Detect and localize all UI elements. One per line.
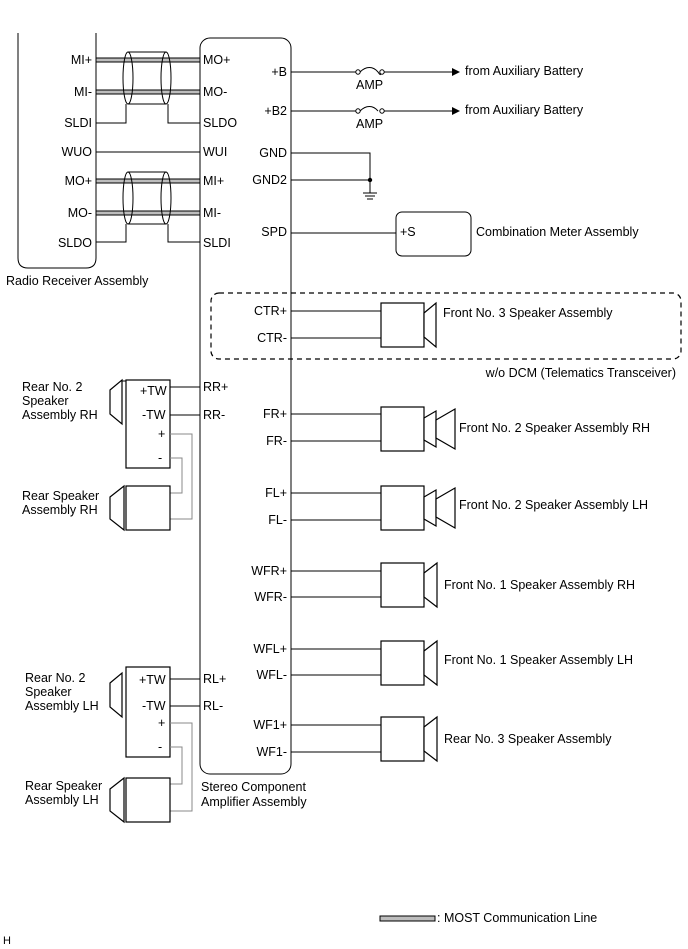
speaker-icon <box>109 484 125 532</box>
power-source-2: from Auxiliary Battery <box>465 103 584 117</box>
rear-lh-spk-label-2: Assembly LH <box>25 793 99 807</box>
speaker-icon <box>109 671 123 719</box>
amp-pin-mo-plus: MO+ <box>203 53 230 67</box>
rear-lh-pin-plus: + <box>158 716 165 730</box>
fuse-label-1: AMP <box>356 78 383 92</box>
most-line-mo-minus <box>95 210 201 216</box>
speaker-label-rear-no3: Rear No. 3 Speaker Assembly <box>444 732 612 746</box>
most-legend-label: : MOST Communication Line <box>437 911 597 925</box>
radio-pin-mo-minus: MO- <box>68 206 92 220</box>
amp-pin-wfl-plus: WFL+ <box>253 642 287 656</box>
amp-pin-fl-plus: FL+ <box>265 486 287 500</box>
most-line-mi-plus <box>95 57 201 63</box>
amp-pin-wfr-minus: WFR- <box>254 590 287 604</box>
power-source-1: from Auxiliary Battery <box>465 64 584 78</box>
amp-pin-b2: +B2 <box>264 104 287 118</box>
amp-pin-fr-minus: FR- <box>266 434 287 448</box>
amp-pin-mi-plus: MI+ <box>203 174 224 188</box>
amp-pin-spd: SPD <box>261 225 287 239</box>
radio-pin-sldo: SLDO <box>58 236 92 250</box>
amp-pin-gnd: GND <box>259 146 287 160</box>
rear-lh-pin-minus: - <box>158 740 162 754</box>
rear-rh-pin-tw-plus: +TW <box>140 384 167 398</box>
amp-pin-rl-minus: RL- <box>203 699 223 713</box>
rear-no2-rh-tw-box <box>125 379 171 469</box>
radio-pin-mi-minus: MI- <box>74 85 92 99</box>
speaker-label-front-no2-lh: Front No. 2 Speaker Assembly LH <box>459 498 648 512</box>
speaker-icon <box>380 485 425 531</box>
amp-pin-rl-plus: RL+ <box>203 672 226 686</box>
amp-pin-b: +B <box>271 65 287 79</box>
fuse-label-2: AMP <box>356 117 383 131</box>
rear-rh-pin-tw-minus: -TW <box>142 408 166 422</box>
speaker-icon <box>380 562 425 608</box>
speaker-label-front-no3: Front No. 3 Speaker Assembly <box>443 306 613 320</box>
corner-mark: H <box>3 935 11 947</box>
speaker-icon <box>380 640 425 686</box>
rear-rh-pin-minus: - <box>158 451 162 465</box>
amplifier-box <box>199 37 292 775</box>
rear-lh-tw-label-3: Assembly LH <box>25 699 99 713</box>
rear-lh-tw-label-1: Rear No. 2 <box>25 671 85 685</box>
speaker-label-front-no1-lh: Front No. 1 Speaker Assembly LH <box>444 653 633 667</box>
radio-pin-sldi: SLDI <box>64 116 92 130</box>
amp-pin-gnd2: GND2 <box>252 173 287 187</box>
speaker-icon <box>380 716 425 762</box>
amp-pin-rr-plus: RR+ <box>203 380 228 394</box>
amp-pin-fl-minus: FL- <box>268 513 287 527</box>
rear-rh-tw-label-1: Rear No. 2 <box>22 380 82 394</box>
rear-speaker-rh-box <box>125 485 171 531</box>
amp-pin-wfl-minus: WFL- <box>256 668 287 682</box>
most-line-mi-minus <box>95 89 201 95</box>
amplifier-label-1: Stereo Component <box>201 780 306 794</box>
speaker-icon <box>109 378 123 426</box>
rear-lh-spk-label-1: Rear Speaker <box>25 779 102 793</box>
rear-no2-lh-tw-box <box>125 666 171 758</box>
amp-pin-sldi: SLDI <box>203 236 231 250</box>
speaker-label-front-no2-rh: Front No. 2 Speaker Assembly RH <box>459 421 650 435</box>
rear-rh-tw-label-2: Speaker <box>22 394 69 408</box>
dcm-note: w/o DCM (Telematics Transceiver) <box>485 366 676 380</box>
rear-rh-spk-label-2: Assembly RH <box>22 503 98 517</box>
amp-pin-fr-plus: FR+ <box>263 407 287 421</box>
ground-junction <box>367 177 373 183</box>
amp-pin-sldo: SLDO <box>203 116 237 130</box>
amp-pin-mi-minus: MI- <box>203 206 221 220</box>
amp-pin-wui: WUI <box>203 145 227 159</box>
amp-pin-wf1-minus: WF1- <box>256 745 287 759</box>
amplifier-label-2: Amplifier Assembly <box>201 795 307 809</box>
most-line-mo-plus <box>95 178 201 184</box>
rear-lh-tw-label-2: Speaker <box>25 685 72 699</box>
dcm-optional-region <box>210 292 682 360</box>
speaker-icon <box>109 776 125 824</box>
radio-pin-wuo: WUO <box>61 145 92 159</box>
amp-pin-wfr-plus: WFR+ <box>251 564 287 578</box>
radio-pin-mo-plus: MO+ <box>65 174 92 188</box>
rear-lh-pin-tw-plus: +TW <box>139 673 166 687</box>
rear-rh-tw-label-3: Assembly RH <box>22 408 98 422</box>
rear-speaker-lh-box <box>125 777 171 823</box>
most-legend-swatch <box>379 915 436 922</box>
amp-pin-ctr-plus: CTR+ <box>254 304 287 318</box>
rear-rh-spk-label-1: Rear Speaker <box>22 489 99 503</box>
amp-pin-wf1-plus: WF1+ <box>253 718 287 732</box>
speaker-label-front-no1-rh: Front No. 1 Speaker Assembly RH <box>444 578 635 592</box>
combination-meter-label: Combination Meter Assembly <box>476 225 639 239</box>
speaker-icon <box>380 406 425 452</box>
rear-lh-pin-tw-minus: -TW <box>142 699 166 713</box>
amp-pin-ctr-minus: CTR- <box>257 331 287 345</box>
meter-pin-s: +S <box>400 225 416 239</box>
rear-rh-pin-plus: + <box>158 427 165 441</box>
amp-pin-mo-minus: MO- <box>203 85 227 99</box>
speaker-icon <box>380 302 425 348</box>
radio-receiver-box <box>17 33 97 269</box>
combination-meter-box <box>395 211 472 257</box>
radio-pin-mi-plus: MI+ <box>71 53 92 67</box>
amp-pin-rr-minus: RR- <box>203 408 225 422</box>
radio-receiver-label: Radio Receiver Assembly <box>6 274 149 288</box>
